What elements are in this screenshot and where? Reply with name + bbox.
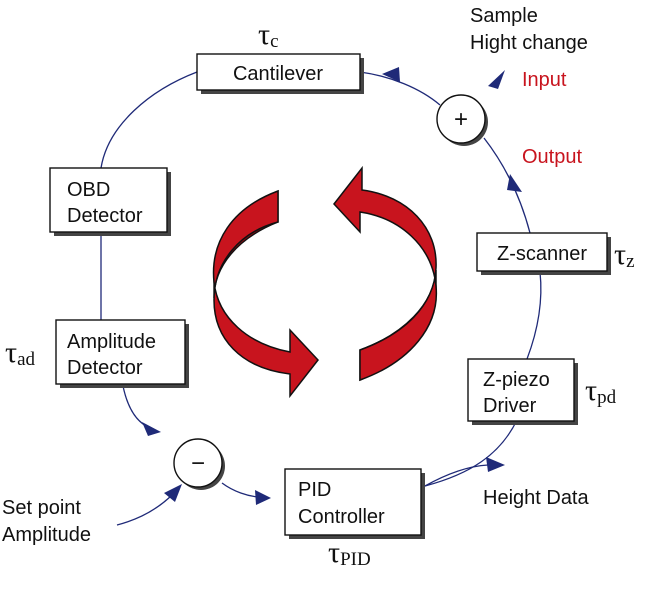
wire-amplitude-to-minus [122,385,151,429]
minus-sign: − [191,450,205,477]
plus-summing-junction [436,94,486,144]
plus-sign: + [454,106,468,133]
arrowhead-into-pid [255,490,271,505]
z-piezo-driver-label-line2: Driver [483,395,537,417]
arrowhead-input [488,70,505,89]
input-label: Input [522,69,567,91]
cantilever-label: Cantilever [233,63,323,85]
obd-detector-block [49,167,168,233]
amplitude-detector-label-line1: Amplitude [67,331,156,353]
sample-height-label-line1: Sample [470,5,538,27]
arrowhead-output [507,174,522,192]
cantilever-block [196,53,361,91]
cycle-arrow-right [333,165,438,382]
z-piezo-driver-block [467,358,575,422]
set-point-label-line2: Amplitude [2,524,91,546]
tau-c-label: τc [258,18,279,52]
minus-summing-junction [173,438,223,488]
arrowhead-into-minus [142,422,161,436]
wire-height-data [424,464,489,487]
amplitude-detector-label-line2: Detector [67,357,143,379]
wire-setpoint-to-minus [116,493,174,526]
arrowhead-setpoint [164,484,182,502]
arrowhead-height-data [486,457,505,472]
z-piezo-driver-label-line1: Z-piezo [483,369,550,391]
cycle-arrow-left [212,189,319,399]
sample-height-label-line2: Hight change [470,32,588,54]
obd-detector-label-line1: OBD [67,179,110,201]
pid-controller-label-line1: PID [298,479,331,501]
wire-zpiezo-to-zscanner [526,271,542,360]
obd-detector-label-line2: Detector [67,205,143,227]
z-scanner-block [476,232,608,272]
pid-controller-label-line2: Controller [298,506,385,528]
height-data-label: Height Data [483,487,589,509]
output-label: Output [522,146,582,168]
set-point-label-line1: Set point [2,497,81,519]
tau-pd-label: τpd [585,374,617,408]
amplitude-detector-block [55,319,186,385]
wire-cantilever-to-obd [100,71,198,169]
wire-pid-to-zpiezo [424,419,518,487]
cycle-icon [212,165,438,399]
arrowhead-into-cantilever [382,67,400,82]
wire-minus-to-pid [221,482,259,498]
tau-z-label: τz [614,238,635,272]
tau-ad-label: τad [5,336,35,370]
z-scanner-label: Z-scanner [497,243,587,265]
wire-plus-to-cantilever [359,71,441,106]
tau-pid-label: τPID [328,536,371,570]
pid-controller-block [284,468,422,536]
